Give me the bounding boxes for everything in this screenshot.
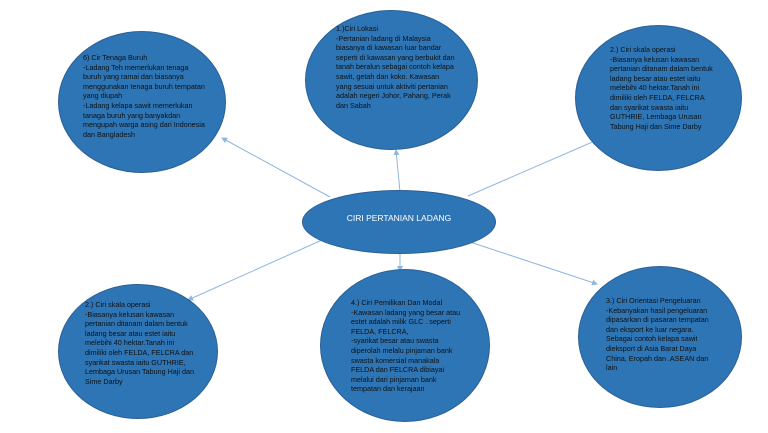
node-skala-kanan-text: 2.) Ciri skala operasi -Biasanya kelusan… — [610, 45, 713, 131]
node-orientasi-pengeluaran — [578, 266, 742, 408]
node-skala-kanan — [575, 25, 742, 171]
connector-tenaga-buruh — [221, 137, 331, 198]
node-lokasi-text: 1.)Ciri Lokasi -Pertanian ladang di Mala… — [336, 24, 455, 110]
connector-skala-kanan — [467, 139, 598, 197]
node-tenaga-buruh — [58, 31, 226, 173]
connector-skala-kiri — [187, 239, 323, 301]
node-skala-kiri-text: 2.) Ciri skala operasi -Biasanya kelusan… — [85, 300, 194, 386]
center-node — [302, 190, 496, 254]
connector-orientasi-pengeluaran — [469, 241, 598, 286]
node-skala-kiri — [58, 284, 218, 419]
node-orientasi-pengeluaran-text: 3.) Ciri Orientasi Pengeluaran -Kebanyak… — [606, 296, 709, 373]
connector-lokasi — [393, 149, 401, 193]
center-label: CIRI PERTANIAN LADANG — [346, 213, 452, 223]
node-pemilikan-modal-text: 4.) Ciri Pemilikan Dan Modal -Kawasan la… — [351, 298, 461, 394]
node-tenaga-buruh-text: 6) Cir Tenaga Buruh -Ladang Teh memerluk… — [83, 53, 205, 139]
node-lokasi — [305, 10, 478, 150]
node-pemilikan-modal — [320, 269, 490, 422]
